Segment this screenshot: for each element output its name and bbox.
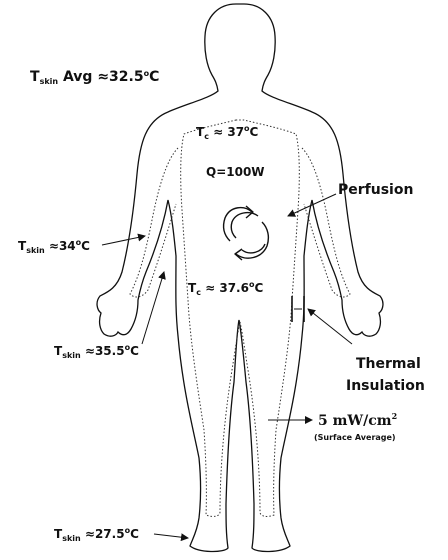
tskin-arm-label: Tskin ≈34oC	[18, 238, 90, 255]
body-outline	[97, 4, 383, 552]
thermal-insulation-label-line2: Insulation	[346, 378, 425, 394]
insulation-marker	[292, 296, 304, 322]
tskin-feet-arrow	[154, 534, 188, 538]
perfusion-arrow	[288, 194, 336, 216]
tskin-hand-label: Tskin ≈35.5oC	[54, 343, 139, 360]
tskin-arm-arrow	[102, 236, 145, 245]
perfusion-label: Perfusion	[338, 182, 413, 198]
insulation-arrow	[308, 309, 352, 344]
heat-flux-label: 5 mW/cm2	[318, 411, 397, 429]
tc-upper-label: Tc ≈ 37oC	[196, 124, 259, 141]
tskin-avg-label: Tskin Avg ≈32.5oC	[30, 69, 159, 86]
tskin-feet-label: Tskin ≈27.5oC	[54, 526, 139, 543]
circular-arrows-icon	[224, 206, 269, 260]
metabolic-heat-label: Q=100W	[206, 165, 265, 179]
thermal-insulation-label-line1: Thermal	[356, 356, 421, 372]
heat-flux-note: (Surface Average)	[314, 433, 396, 442]
tskin-hand-arrow	[142, 272, 164, 344]
tc-lower-label: Tc ≈ 37.6oC	[188, 280, 263, 297]
